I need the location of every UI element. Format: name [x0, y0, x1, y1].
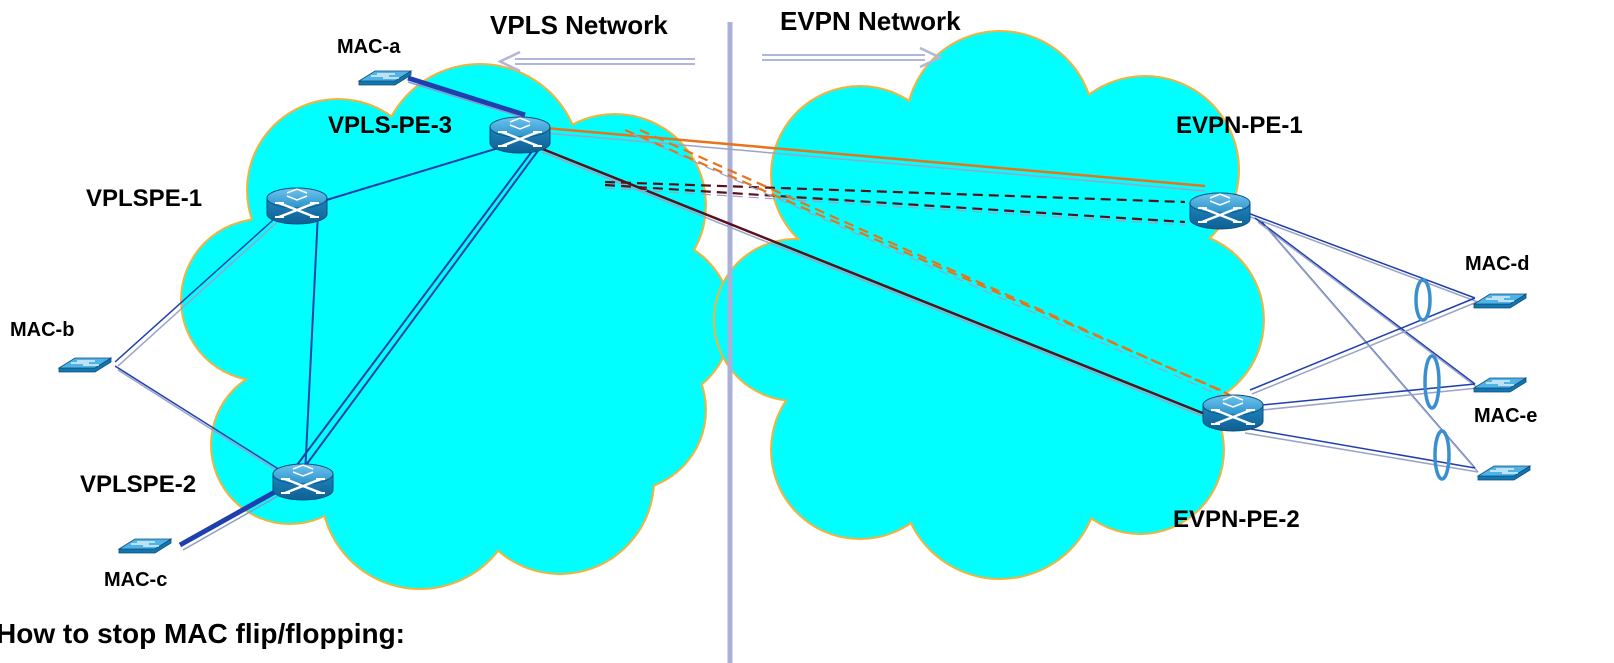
switch-icon	[58, 357, 112, 373]
router-icon	[488, 115, 552, 155]
vpls-network-label: VPLS Network	[490, 10, 668, 40]
vpls-cloud	[180, 63, 733, 590]
arrow-left-icon	[497, 50, 695, 73]
vpls-links	[281, 139, 541, 486]
switch-icon	[118, 538, 172, 554]
mac-label-b: MAC-b	[10, 319, 74, 341]
inter-domain-links	[539, 126, 1218, 423]
router-icon	[271, 462, 335, 502]
mac-a-link	[407, 75, 526, 119]
node-label-evpn-pe-2: EVPN-PE-2	[1173, 506, 1300, 533]
node-label-vpls-pe-3: VPLS-PE-3	[328, 112, 452, 139]
switch-icon	[1477, 465, 1531, 481]
node-label-vplspe-2: VPLSPE-2	[80, 471, 196, 498]
node-label-evpn-pe-1: EVPN-PE-1	[1176, 112, 1303, 139]
router-icon	[1188, 191, 1252, 231]
node-label-vplspe-1: VPLSPE-1	[86, 185, 202, 212]
switch-icon	[1473, 377, 1527, 393]
lag-ring-icon	[1414, 278, 1451, 481]
arrow-right-icon	[762, 46, 943, 69]
pseudowires	[604, 128, 1231, 400]
footer-heading: How to stop MAC flip/flopping:	[0, 618, 406, 649]
router-icon	[1201, 393, 1265, 433]
evpn-cloud	[713, 30, 1265, 580]
mac-label-d: MAC-d	[1465, 253, 1529, 275]
mac-c-link	[178, 485, 286, 551]
mac-label-c: MAC-c	[104, 569, 167, 591]
mac-label-a: MAC-a	[337, 36, 401, 58]
evpn-network-label: EVPN Network	[780, 6, 961, 36]
mac-b-links	[114, 211, 285, 475]
evpn-access-links	[1244, 211, 1479, 473]
mac-label-e: MAC-e	[1474, 405, 1537, 427]
switch-icon	[1473, 293, 1527, 309]
router-icon	[265, 186, 329, 226]
switch-icon	[358, 70, 412, 86]
